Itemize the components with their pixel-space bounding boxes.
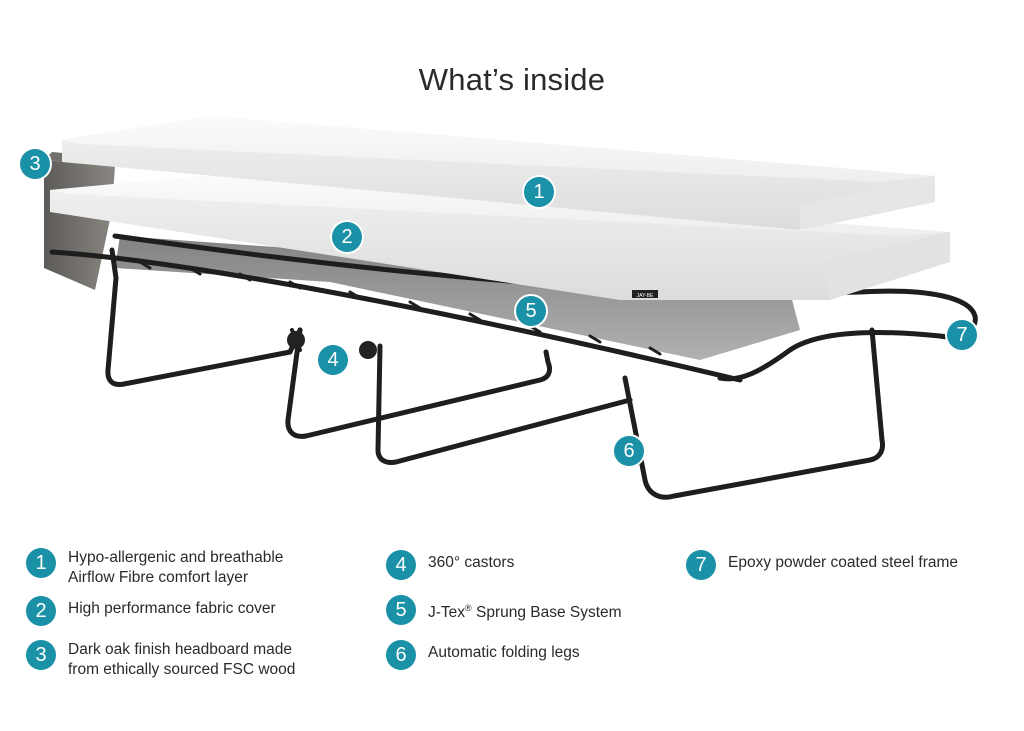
legend-num-4: 4 xyxy=(386,550,416,580)
marker-2: 2 xyxy=(332,222,362,252)
legend-text-3b: from ethically sourced FSC wood xyxy=(68,661,296,678)
legend-num-3: 3 xyxy=(26,640,56,670)
legend-text-7: Epoxy powder coated steel frame xyxy=(728,554,959,571)
legend-item-1: 1 Hypo-allergenic and breathable Airflow… xyxy=(26,548,283,588)
headboard xyxy=(44,152,118,290)
legend-text-5: J-Tex® Sprung Base System xyxy=(428,598,622,623)
legend-text-4: 360° castors xyxy=(428,554,515,571)
legend-text-1a: Hypo-allergenic and breathable xyxy=(68,549,284,566)
comfort-layer xyxy=(62,116,935,230)
diagram-title: What’s inside xyxy=(418,62,606,97)
legend-item-2: 2 High performance fabric cover xyxy=(26,596,276,626)
legend-item-5: 5 J-Tex® Sprung Base System xyxy=(386,595,622,625)
legend-num-1: 1 xyxy=(26,548,56,578)
legend-text-5-rest: Sprung Base System xyxy=(471,604,622,622)
legend-text-6: Automatic folding legs xyxy=(428,644,580,661)
legend-num-7: 7 xyxy=(686,550,716,580)
legend-text-2: High performance fabric cover xyxy=(68,600,276,617)
legend-item-7: 7 Epoxy powder coated steel frame xyxy=(686,550,958,580)
marker-5: 5 xyxy=(516,296,546,326)
legend-item-6: 6 Automatic folding legs xyxy=(386,640,580,670)
legend-text-1b: Airflow Fibre comfort layer xyxy=(68,569,249,586)
legend-text-5-main: J-Tex xyxy=(428,604,466,622)
brand-tag xyxy=(632,290,658,298)
legend-num-6: 6 xyxy=(386,640,416,670)
legend-num-2: 2 xyxy=(26,596,56,626)
legend-item-4: 4 360° castors xyxy=(386,550,514,580)
marker-6: 6 xyxy=(614,436,644,466)
castors xyxy=(287,331,377,359)
marker-1: 1 xyxy=(524,177,554,207)
legend-item-3: 3 Dark oak finish headboard made from et… xyxy=(26,640,295,680)
sprung-base-fabric xyxy=(115,236,800,360)
legend-text-5-sup: ® xyxy=(465,603,472,613)
marker-4: 4 xyxy=(318,345,348,375)
legend-text-3a: Dark oak finish headboard made xyxy=(68,641,293,658)
marker-3: 3 xyxy=(20,149,50,179)
legend-num-5: 5 xyxy=(386,595,416,625)
brand-tag-text: JAY-BE xyxy=(637,293,654,299)
marker-7: 7 xyxy=(947,320,977,350)
steel-frame xyxy=(49,233,978,500)
